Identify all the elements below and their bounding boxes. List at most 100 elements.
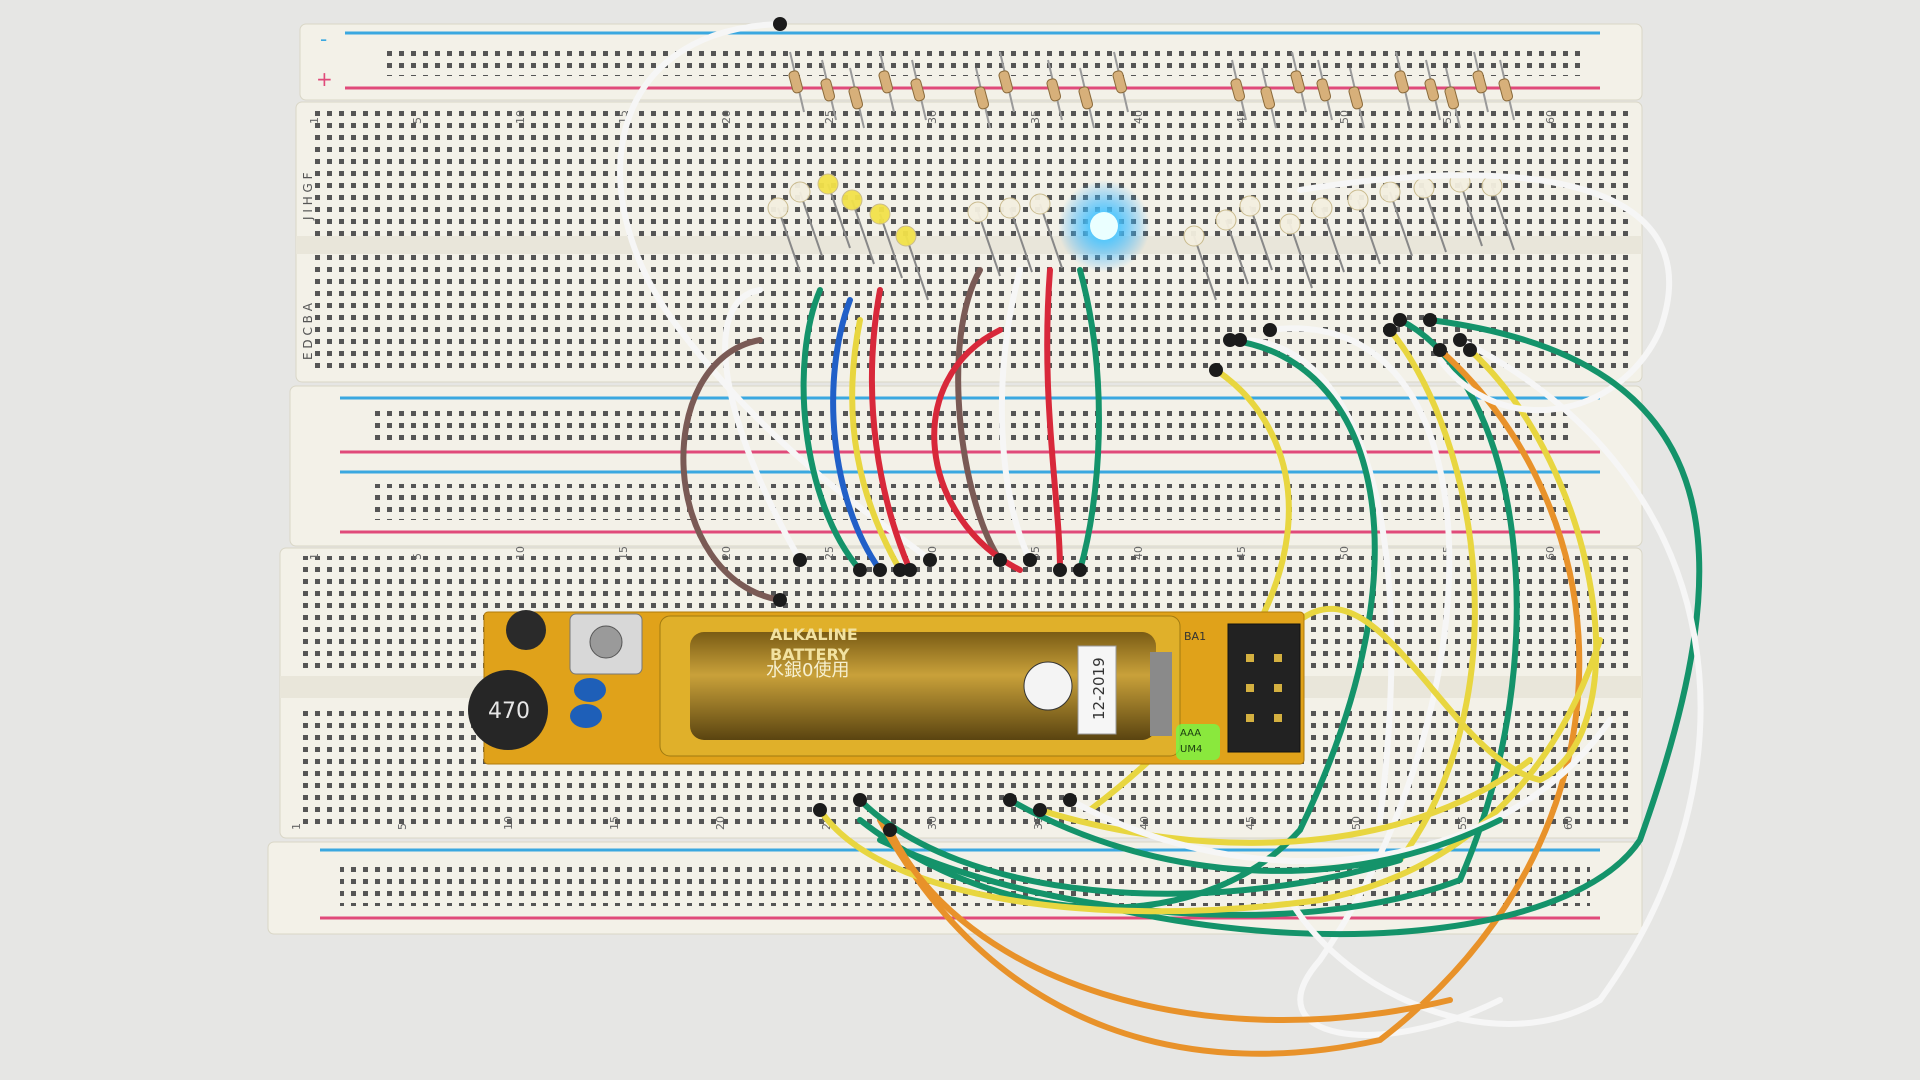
led [841, 189, 863, 211]
wire-end [1003, 793, 1017, 807]
led-lead [1249, 205, 1273, 271]
silk-um4: UM4 [1180, 744, 1202, 755]
led [999, 197, 1021, 219]
led [817, 173, 839, 195]
column-number: 20 [714, 816, 727, 830]
jumper-wire [857, 337, 1378, 911]
jumper-wire [857, 797, 1403, 897]
rail-plus-label: + [316, 67, 333, 91]
jumper-wire [817, 637, 1603, 915]
column-number: 5 [411, 117, 424, 124]
led [1347, 189, 1369, 211]
battery-spring [1150, 652, 1172, 736]
lit-blue-led [1090, 212, 1118, 240]
resistor [1316, 78, 1332, 102]
column-number: 40 [1132, 546, 1145, 560]
wire-end [1453, 333, 1467, 347]
column-number: 10 [502, 816, 515, 830]
jumper-wire [722, 287, 803, 563]
wire-end [1023, 553, 1037, 567]
resistor [1230, 78, 1246, 102]
column-number: 45 [1244, 816, 1257, 830]
resistor [1498, 78, 1514, 102]
column-number: 55 [1441, 110, 1454, 124]
wire-end [793, 553, 807, 567]
recycle-symbol [1023, 661, 1073, 711]
wire-end [923, 553, 937, 567]
resistor-array [788, 51, 1515, 129]
column-number: 1 [290, 823, 303, 830]
resistor [1394, 70, 1410, 94]
led-lead [777, 207, 801, 273]
row-letters-upper: J I H G F [301, 172, 315, 221]
led [1311, 197, 1333, 219]
led-lead [1423, 187, 1447, 253]
column-number: 10 [514, 546, 527, 560]
column-number: 50 [1338, 110, 1351, 124]
resistor [1424, 78, 1440, 102]
column-number: 60 [1544, 110, 1557, 124]
jumper-wire [1077, 267, 1102, 573]
inductor-label: 470 [488, 699, 530, 724]
jumper-wire [1297, 172, 1673, 414]
jumper-wire [931, 327, 1023, 573]
column-number: 20 [720, 546, 733, 560]
inductor [468, 670, 548, 750]
wire-end [773, 17, 787, 31]
led-lead [851, 199, 875, 265]
led-lead [1459, 181, 1483, 247]
jumper-wire [1287, 337, 1704, 1027]
led [967, 201, 989, 223]
resistor [1046, 78, 1062, 102]
rail-minus-label: - [320, 27, 327, 51]
led-lead [1289, 223, 1313, 289]
column-number: 10 [514, 110, 527, 124]
wire-end [1263, 323, 1277, 337]
wire-end [1073, 563, 1087, 577]
wire-end [773, 593, 787, 607]
jumper-wire [617, 21, 933, 563]
led-lead [1225, 219, 1249, 285]
jumper-wire [1007, 797, 1503, 874]
column-number: 25 [823, 546, 836, 560]
led-lead [1389, 191, 1413, 257]
led [1029, 193, 1051, 215]
column-number: 15 [617, 546, 630, 560]
column-number: 60 [1562, 816, 1575, 830]
led-lead [905, 235, 929, 301]
resistor [998, 70, 1014, 94]
led-lead [977, 211, 1001, 277]
jumper-wire [800, 287, 863, 573]
transistor [506, 610, 546, 650]
capacitor-1 [574, 678, 606, 702]
column-number: 55 [1456, 816, 1469, 830]
wire-end [883, 823, 897, 837]
wire-end [1423, 313, 1437, 327]
column-number: 40 [1132, 110, 1145, 124]
resistor [1348, 86, 1364, 110]
column-number: 50 [1338, 546, 1351, 560]
power-led-glow [1176, 724, 1220, 760]
resistor [848, 86, 864, 110]
led [767, 197, 789, 219]
led [1239, 195, 1261, 217]
resistor [910, 78, 926, 102]
wire-end [1033, 803, 1047, 817]
column-number: 35 [1029, 110, 1042, 124]
column-numbers: 1115551010101515152020202525253030303535… [290, 110, 1575, 830]
jumper-wire [1297, 347, 1600, 784]
led-lead [1321, 207, 1345, 273]
jumper-wire [1267, 325, 1503, 1038]
wire-end [873, 563, 887, 577]
jumper-wire [998, 267, 1033, 563]
led-lead [799, 191, 823, 257]
jumper-wire [1387, 327, 1478, 863]
jumper-wire [877, 317, 1520, 918]
wire-end [1383, 323, 1397, 337]
silk-ba1: BA1 [1184, 630, 1206, 643]
column-number: 60 [1544, 546, 1557, 560]
led [1379, 181, 1401, 203]
jumper-wires [617, 17, 1704, 1057]
resistor [1472, 70, 1488, 94]
